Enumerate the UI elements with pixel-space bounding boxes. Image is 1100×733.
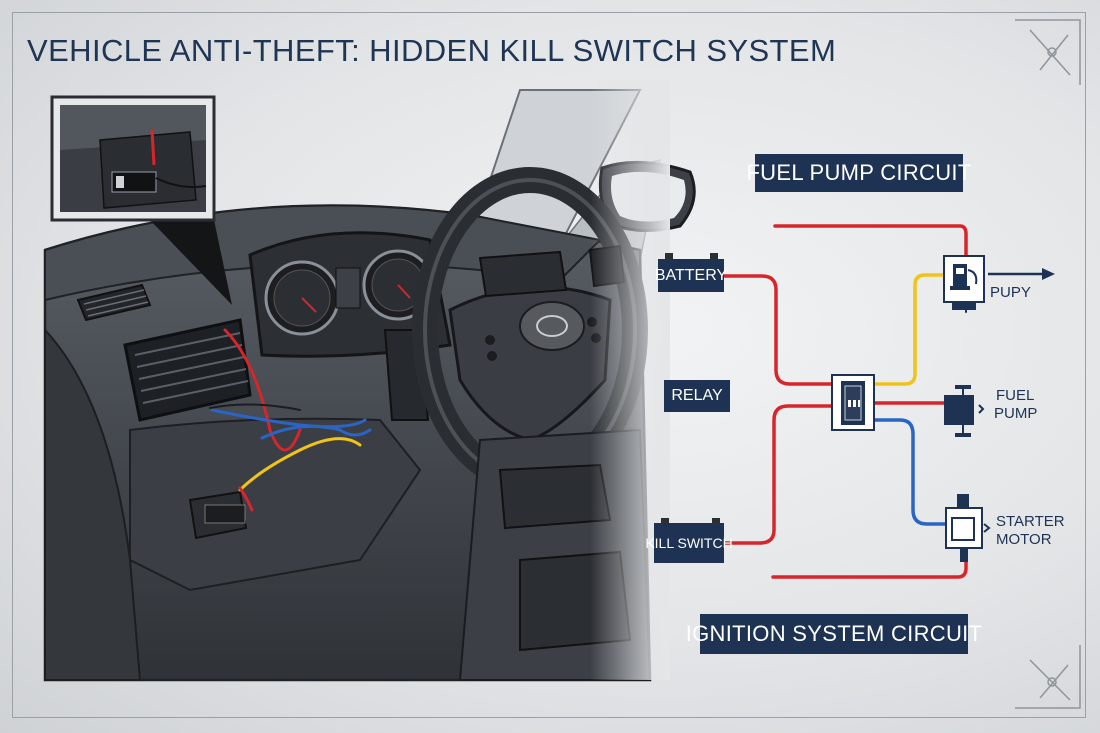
relay-label: RELAY: [664, 380, 730, 412]
wire-battery-relay: [721, 274, 834, 386]
page-title: VEHICLE ANTI-THEFT: HIDDEN KILL SWITCH S…: [27, 33, 837, 68]
wire-blue: [872, 418, 948, 526]
fuel-pump-icon: [944, 385, 985, 437]
ignition-system-circuit-label: IGNITION SYSTEM CIRCUIT: [686, 614, 982, 654]
arrow-right-icon: [988, 268, 1055, 280]
wire-top-red: [773, 224, 968, 258]
corner-ornament-top: [1015, 19, 1081, 85]
fuel-pump-circuit-label: FUEL PUMP CIRCUIT: [746, 154, 971, 192]
wire-bottom-red: [771, 546, 968, 579]
battery-icon: [665, 253, 718, 259]
starter-label-line1: STARTER: [996, 513, 1065, 530]
wire-killswitch-relay: [722, 404, 834, 545]
wire-yellow: [872, 273, 947, 386]
pump-icon: [943, 255, 985, 310]
corner-ornament-bottom: [1015, 645, 1081, 709]
pupy-label: PUPY: [990, 284, 1031, 301]
starter-motor-icon: [945, 494, 991, 562]
fuel-pump-label-line2: PUMP: [994, 405, 1038, 422]
fuel-pump-label-line1: FUEL: [996, 387, 1035, 404]
kill-switch-label: KILL SWITCH: [645, 523, 733, 563]
battery-label: BATTERY: [655, 259, 727, 292]
battery-icon: [661, 518, 720, 524]
relay-switch-icon: [831, 374, 875, 431]
starter-label-line2: MOTOR: [996, 531, 1052, 548]
